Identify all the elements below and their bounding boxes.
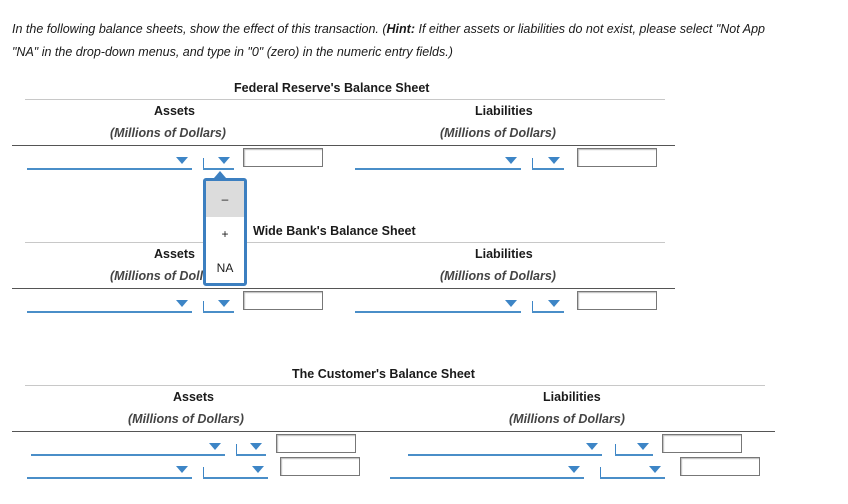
chevron-down-icon: [250, 443, 262, 450]
fed-assets-header: Assets: [154, 104, 195, 118]
customer-liability-item-dropdown-1[interactable]: [408, 436, 602, 456]
fed-asset-amount-input[interactable]: [243, 148, 323, 167]
sign-dropdown-menu: – + NA: [203, 171, 247, 286]
fed-liability-sign-dropdown[interactable]: [532, 150, 564, 170]
customer-liability-sign-dropdown-1[interactable]: [615, 436, 653, 456]
chevron-down-icon: [649, 466, 661, 473]
customer-liability-sign-dropdown-2[interactable]: [600, 459, 665, 479]
instructions-line-2: "NA" in the drop-down menus, and type in…: [12, 45, 453, 59]
customer-asset-item-dropdown-2[interactable]: [27, 459, 192, 479]
bank-liabilities-header: Liabilities: [475, 247, 533, 261]
customer-assets-sub: (Millions of Dollars): [128, 412, 244, 426]
customer-liability-amount-input-1[interactable]: [662, 434, 742, 453]
customer-asset-sign-dropdown-1[interactable]: [236, 436, 266, 456]
bank-liability-sign-dropdown[interactable]: [532, 293, 564, 313]
bank-asset-amount-input[interactable]: [243, 291, 323, 310]
instructions-line-1: In the following balance sheets, show th…: [12, 22, 765, 36]
chevron-down-icon: [548, 300, 560, 307]
sign-option-na[interactable]: NA: [216, 261, 234, 275]
customer-assets-header: Assets: [173, 390, 214, 404]
customer-liability-item-dropdown-2[interactable]: [390, 459, 584, 479]
chevron-down-icon: [218, 157, 230, 164]
bank-asset-sign-dropdown[interactable]: [203, 293, 234, 313]
fed-title: Federal Reserve's Balance Sheet: [234, 81, 430, 95]
chevron-down-icon: [218, 300, 230, 307]
bank-assets-sub: (Millions of Dollars): [110, 269, 226, 283]
fed-header-rule: [12, 145, 675, 146]
bank-liability-item-dropdown[interactable]: [355, 293, 521, 313]
bank-top-rule: [25, 242, 665, 243]
chevron-down-icon: [586, 443, 598, 450]
fed-top-rule: [25, 99, 665, 100]
chevron-down-icon: [252, 466, 264, 473]
customer-asset-amount-input-1[interactable]: [276, 434, 356, 453]
sign-option-minus[interactable]: –: [206, 181, 244, 217]
customer-liabilities-sub: (Millions of Dollars): [509, 412, 625, 426]
chevron-down-icon: [568, 466, 580, 473]
chevron-down-icon: [548, 157, 560, 164]
sign-option-plus[interactable]: +: [221, 227, 229, 241]
customer-top-rule: [25, 385, 765, 386]
fed-liability-amount-input[interactable]: [577, 148, 657, 167]
bank-assets-header: Assets: [154, 247, 195, 261]
bank-header-rule: [12, 288, 675, 289]
chevron-down-icon: [176, 466, 188, 473]
chevron-down-icon: [505, 300, 517, 307]
menu-caret: [214, 171, 226, 178]
customer-liability-amount-input-2[interactable]: [680, 457, 760, 476]
fed-asset-sign-dropdown[interactable]: [203, 150, 234, 170]
fed-liabilities-sub: (Millions of Dollars): [440, 126, 556, 140]
chevron-down-icon: [176, 157, 188, 164]
customer-asset-amount-input-2[interactable]: [280, 457, 360, 476]
bank-title: Wide Bank's Balance Sheet: [253, 224, 416, 238]
fed-assets-sub: (Millions of Dollars): [110, 126, 226, 140]
chevron-down-icon: [176, 300, 188, 307]
chevron-down-icon: [505, 157, 517, 164]
chevron-down-icon: [637, 443, 649, 450]
bank-liabilities-sub: (Millions of Dollars): [440, 269, 556, 283]
customer-liabilities-header: Liabilities: [543, 390, 601, 404]
fed-asset-item-dropdown[interactable]: [27, 150, 192, 170]
customer-header-rule: [12, 431, 775, 432]
customer-title: The Customer's Balance Sheet: [292, 367, 475, 381]
customer-asset-item-dropdown-1[interactable]: [31, 436, 225, 456]
customer-asset-sign-dropdown-2[interactable]: [203, 459, 268, 479]
bank-asset-item-dropdown[interactable]: [27, 293, 192, 313]
chevron-down-icon: [209, 443, 221, 450]
fed-liability-item-dropdown[interactable]: [355, 150, 521, 170]
bank-liability-amount-input[interactable]: [577, 291, 657, 310]
fed-liabilities-header: Liabilities: [475, 104, 533, 118]
